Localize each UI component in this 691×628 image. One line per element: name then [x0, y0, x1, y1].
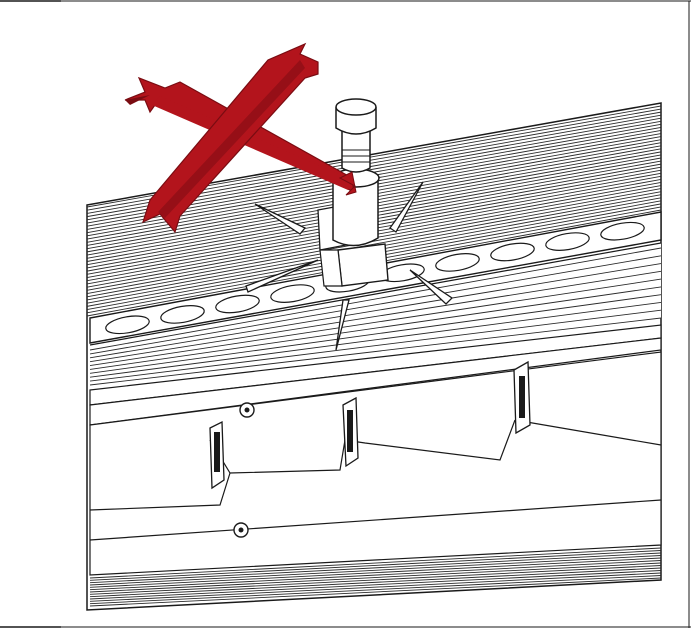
- rib-line: [89, 560, 662, 591]
- rib-line: [89, 557, 662, 588]
- stress-mark-icon: [245, 181, 454, 351]
- rib-line: [89, 278, 662, 367]
- rib-line: [89, 567, 662, 598]
- rib-line: [89, 255, 662, 355]
- rib-line: [89, 286, 662, 370]
- rib-line: [89, 577, 662, 607]
- rib-line: [89, 247, 662, 351]
- rib-line: [89, 294, 662, 374]
- rib-line: [89, 263, 662, 359]
- rib-line: [89, 309, 662, 382]
- rib-line: [86, 191, 662, 298]
- slot-pocket: [600, 221, 645, 241]
- rail-ribbing-bottom: [89, 547, 662, 607]
- rail: [86, 102, 662, 611]
- rib-line: [89, 565, 662, 595]
- rib-line: [89, 562, 662, 593]
- rib-line: [89, 301, 662, 378]
- slot-pocket: [490, 242, 535, 262]
- slot-pocket: [160, 305, 205, 324]
- slot-pocket: [105, 315, 150, 335]
- rib-line: [89, 575, 662, 605]
- slot-pocket: [545, 232, 590, 251]
- slot-pocket: [270, 284, 315, 303]
- slot-pockets: [105, 221, 645, 335]
- rib-line: [89, 547, 662, 579]
- slot-pocket: [215, 294, 260, 314]
- rib-line: [89, 550, 662, 581]
- hinge-icon: [209, 360, 531, 490]
- rib-line: [89, 552, 662, 584]
- slot-pocket: [435, 253, 480, 272]
- rib-line: [89, 555, 662, 586]
- rail-ribbing-front: [89, 247, 662, 386]
- rib-line: [89, 270, 662, 363]
- rib-line: [89, 317, 662, 386]
- screw-icon: [233, 402, 255, 538]
- rib-line: [89, 570, 662, 600]
- cross-out-icon: [124, 42, 357, 234]
- rib-line: [89, 572, 662, 602]
